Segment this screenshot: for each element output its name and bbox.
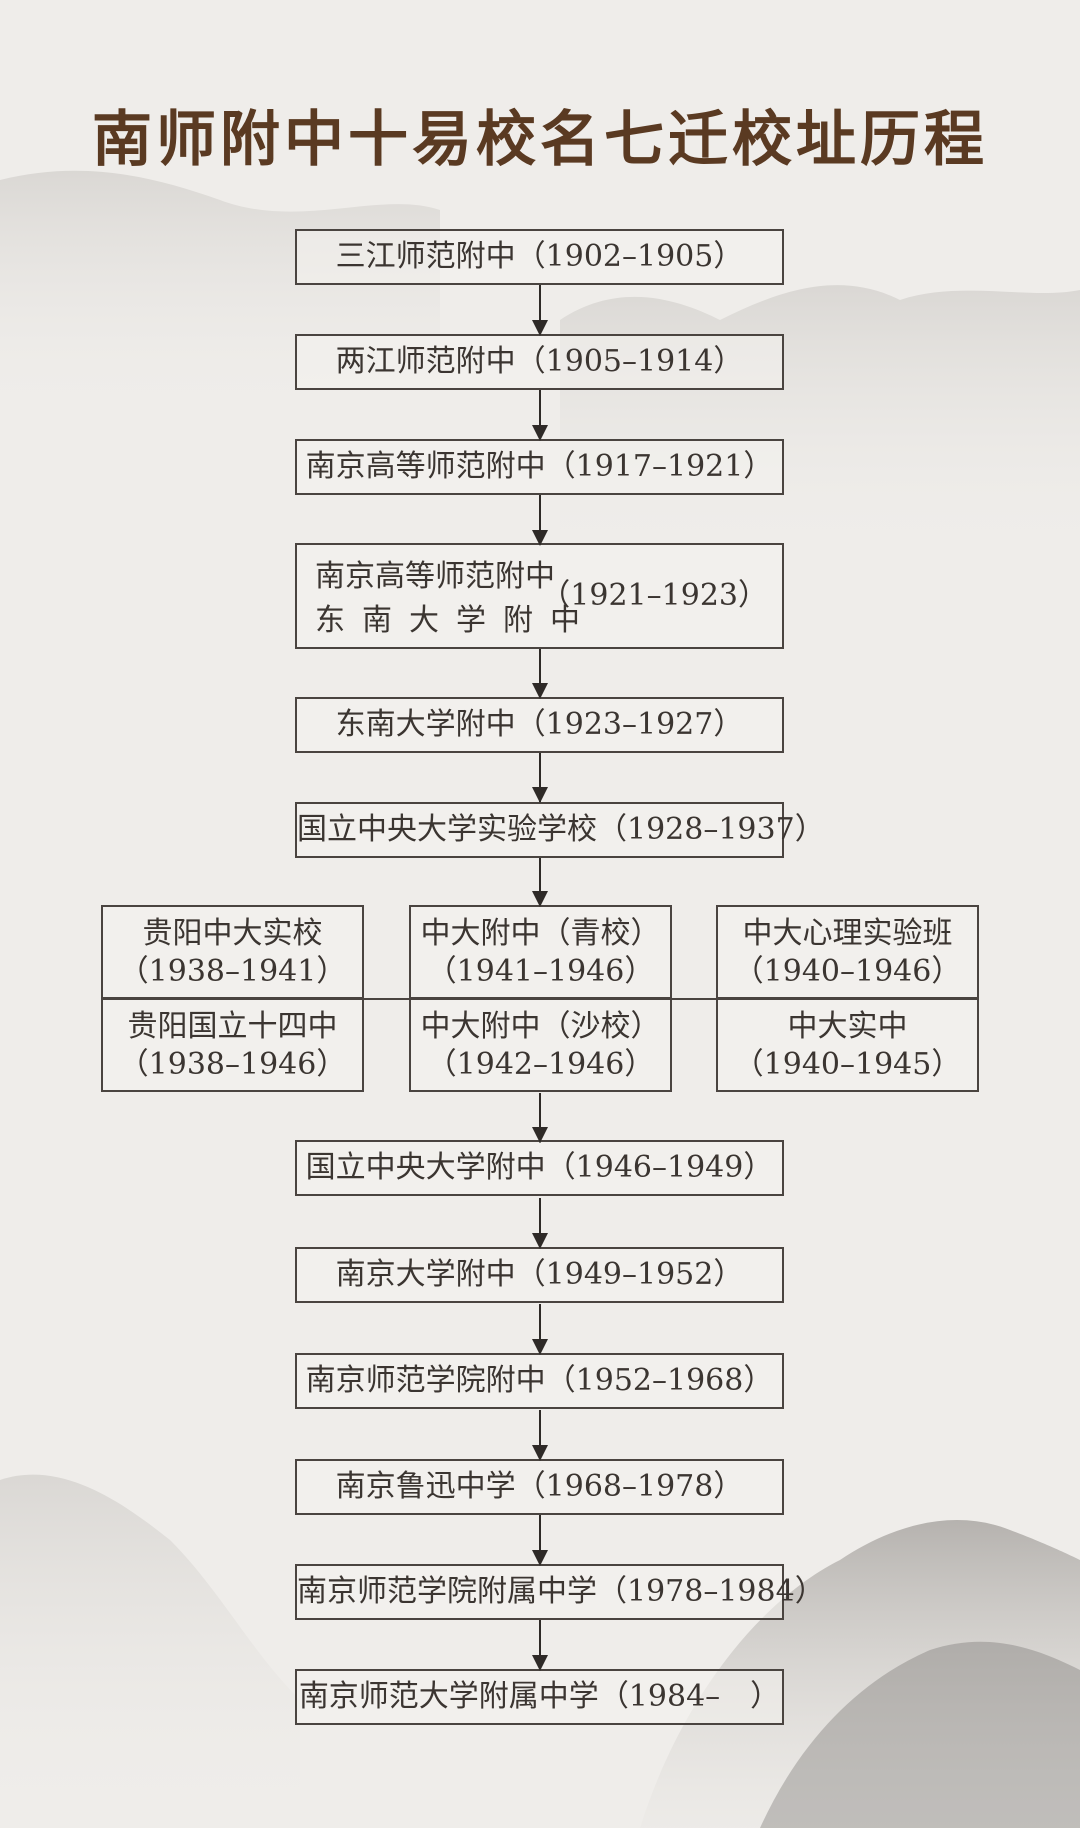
stage-years: （1928–1937） xyxy=(597,812,825,847)
arrow-head-1 xyxy=(532,320,548,336)
branch-years: （1941–1946） xyxy=(426,954,655,989)
stage-box-6: 国立中央大学实验学校（1928–1937） xyxy=(295,802,825,858)
stage-years: （1949–1952） xyxy=(515,1257,744,1292)
stage-years: （1905–1914） xyxy=(515,344,744,379)
dual-name-2: 东南大学附中 xyxy=(315,603,597,638)
stage-name: 国立中央大学实验学校 xyxy=(297,812,597,847)
branch-qingxiao: 中大附中（青校） （1941–1946） xyxy=(409,905,672,999)
stage-box-2: 两江师范附中（1905–1914） xyxy=(295,334,784,390)
arrow-3 xyxy=(539,495,541,545)
branch-years: （1940–1946） xyxy=(733,954,962,989)
stage-years: （1952–1968） xyxy=(545,1363,774,1398)
stage-box-3: 南京高等师范附中（1917–1921） xyxy=(295,439,784,495)
arrow-6 xyxy=(539,858,541,906)
branch-name: 中大附中（青校） xyxy=(420,916,661,951)
arrow-head-2 xyxy=(532,425,548,441)
branch-name: 中大实中 xyxy=(787,1009,908,1044)
stage-name: 南京师范学院附中 xyxy=(305,1363,546,1398)
branch-shaxiao: 中大附中（沙校） （1942–1946） xyxy=(409,998,672,1092)
stage-box-12: 南京师范大学附属中学（1984– ） xyxy=(295,1669,784,1725)
arrow-head-3 xyxy=(532,530,548,546)
arrow-7 xyxy=(539,1093,541,1143)
stage-name: 南京大学附中 xyxy=(335,1257,516,1292)
branch-name: 贵阳国立十四中 xyxy=(127,1009,338,1044)
branch-years: （1938–1941） xyxy=(118,954,347,989)
arrow-head-9 xyxy=(532,1339,548,1355)
stage-years: （1946–1949） xyxy=(545,1150,774,1185)
dual-name-1: 南京高等师范附中 xyxy=(315,559,555,594)
arrow-12 xyxy=(539,1620,541,1670)
stage-name: 两江师范附中 xyxy=(335,344,516,379)
arrow-head-10 xyxy=(532,1445,548,1461)
stage-years: （1978–1984） xyxy=(597,1574,825,1609)
arrow-1 xyxy=(539,285,541,335)
arrow-5 xyxy=(539,753,541,803)
arrow-8 xyxy=(539,1198,541,1248)
stage-name: 南京师范学院附属中学 xyxy=(297,1574,597,1609)
arrow-head-12 xyxy=(532,1655,548,1671)
stage-box-7: 国立中央大学附中（1946–1949） xyxy=(295,1140,784,1196)
arrow-head-7 xyxy=(532,1127,548,1143)
arrow-head-4 xyxy=(532,683,548,699)
stage-box-dual: 南京高等师范附中 东南大学附中 （1921–1923） xyxy=(295,543,784,649)
page-title: 南师附中十易校名七迁校址历程 xyxy=(92,105,988,175)
stage-box-11: 南京师范学院附属中学（1978–1984） xyxy=(295,1564,825,1620)
stage-box-9: 南京师范学院附中（1952–1968） xyxy=(295,1353,784,1409)
stage-name: 南京鲁迅中学 xyxy=(335,1469,516,1504)
stage-box-10: 南京鲁迅中学（1968–1978） xyxy=(295,1459,784,1515)
arrow-9 xyxy=(539,1304,541,1354)
dual-years: （1921–1923） xyxy=(540,578,768,613)
arrow-4 xyxy=(539,648,541,698)
branch-guiyang-1: 贵阳中大实校 （1938–1941） xyxy=(101,905,364,999)
arrow-2 xyxy=(539,390,541,440)
stage-name: 南京高等师范附中 xyxy=(305,449,546,484)
arrow-head-5 xyxy=(532,787,548,803)
branch-shizhong: 中大实中 （1940–1945） xyxy=(716,998,979,1092)
arrow-head-6 xyxy=(532,891,548,907)
stage-years: （1917–1921） xyxy=(545,449,774,484)
branch-guiyang-2: 贵阳国立十四中 （1938–1946） xyxy=(101,998,364,1092)
stage-years: （1984– ） xyxy=(598,1679,781,1714)
branch-years: （1940–1945） xyxy=(733,1047,962,1082)
stage-name: 三江师范附中 xyxy=(335,239,516,274)
stage-name: 南京师范大学附属中学 xyxy=(298,1679,599,1714)
arrow-10 xyxy=(539,1410,541,1460)
branch-name: 中大心理实验班 xyxy=(742,916,953,951)
branch-years: （1938–1946） xyxy=(118,1047,347,1082)
stage-box-1: 三江师范附中（1902–1905） xyxy=(295,229,784,285)
dual-names: 南京高等师范附中 东南大学附中 xyxy=(315,555,597,643)
stage-name: 东南大学附中 xyxy=(335,707,516,742)
stage-years: （1968–1978） xyxy=(515,1469,744,1504)
branch-name: 中大附中（沙校） xyxy=(420,1009,661,1044)
branch-psych-class: 中大心理实验班 （1940–1946） xyxy=(716,905,979,999)
stage-box-8: 南京大学附中（1949–1952） xyxy=(295,1247,784,1303)
stage-box-5: 东南大学附中（1923–1927） xyxy=(295,697,784,753)
branch-name: 贵阳中大实校 xyxy=(142,916,323,951)
arrow-head-11 xyxy=(532,1550,548,1566)
stage-name: 国立中央大学附中 xyxy=(305,1150,546,1185)
arrow-11 xyxy=(539,1515,541,1565)
stage-years: （1902–1905） xyxy=(515,239,744,274)
stage-years: （1923–1927） xyxy=(515,707,744,742)
arrow-head-8 xyxy=(532,1233,548,1249)
branch-years: （1942–1946） xyxy=(426,1047,655,1082)
